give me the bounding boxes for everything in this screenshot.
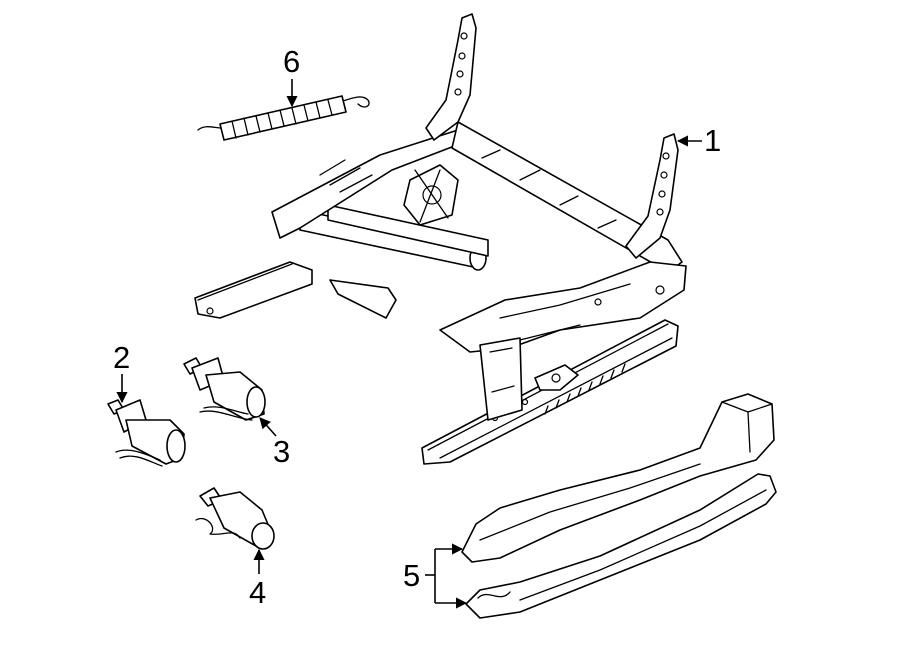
callout-3: 3 [259,417,290,469]
callout-6: 6 [283,44,300,108]
svg-text:4: 4 [249,575,266,610]
svg-text:3: 3 [273,434,290,469]
callout-2: 2 [113,340,130,404]
svg-text:5: 5 [403,558,420,593]
motor-part-2[interactable] [107,399,186,467]
motor-part-3[interactable] [183,357,266,421]
callout-1: 1 [676,123,721,158]
tension-spring-part-6[interactable] [197,95,370,141]
seat-frame-part-1[interactable] [194,13,687,465]
motor-part-4[interactable] [195,487,275,550]
callout-5: 5 [403,543,468,609]
svg-text:2: 2 [113,340,130,375]
callout-4: 4 [249,548,266,610]
svg-text:6: 6 [283,44,300,79]
track-cover-part-5[interactable] [461,393,777,619]
svg-text:1: 1 [704,123,721,158]
